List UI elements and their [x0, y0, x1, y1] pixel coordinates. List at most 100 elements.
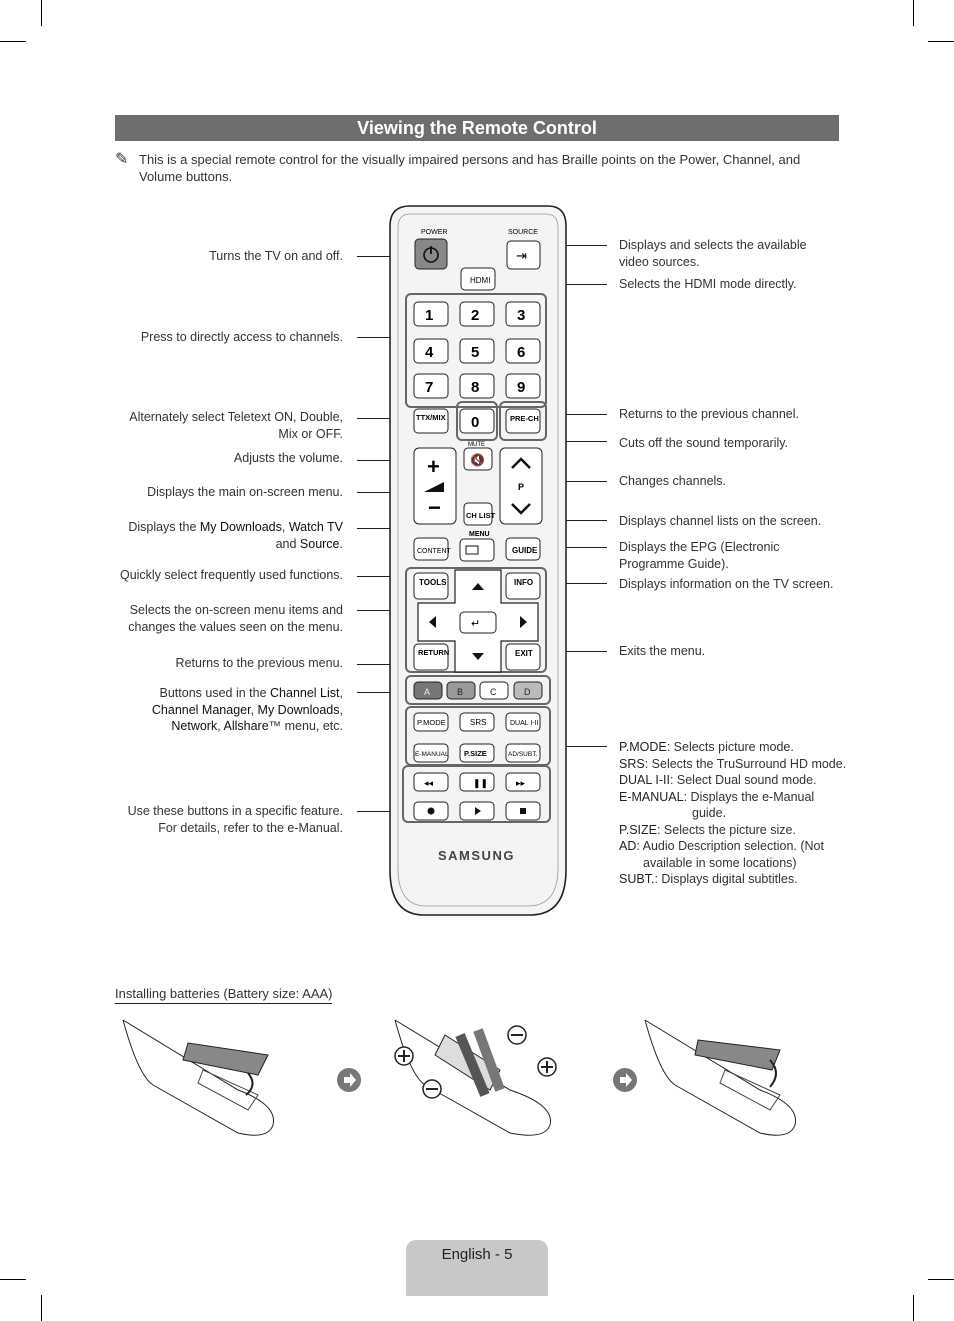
number-pad: 1 2 3 4 5 6 7 8 9: [413, 301, 541, 399]
playback-label: Use these buttons in a specific feature.…: [127, 804, 343, 835]
function-item: SRS: Selects the TruSurround HD mode.: [619, 756, 847, 771]
source-icon: ⇥: [516, 248, 527, 263]
arrow-up-icon: [472, 583, 484, 590]
pause-button[interactable]: [459, 772, 495, 792]
navigation-label: Selects the on-screen menu items and cha…: [128, 603, 343, 634]
dual-button[interactable]: [505, 712, 541, 732]
play-icon: [475, 807, 481, 815]
enter-icon: ↵: [471, 618, 480, 630]
intro-note: ✎ This is a special remote control for t…: [115, 151, 835, 185]
color-button-b[interactable]: [446, 681, 476, 700]
srs-key-label: SRS: [470, 718, 486, 727]
ch-list-button[interactable]: [463, 502, 493, 526]
guide-button[interactable]: [505, 537, 541, 561]
crop-mark: [41, 0, 42, 26]
mute-button[interactable]: [463, 447, 493, 471]
color-button-a[interactable]: [413, 681, 443, 700]
color-key-label: C: [490, 687, 497, 697]
digit-button[interactable]: [505, 338, 541, 364]
digit-button[interactable]: [459, 338, 495, 364]
tools-key-label: TOOLS: [419, 578, 447, 587]
digit-button[interactable]: [505, 301, 541, 327]
color-key-label: D: [524, 687, 531, 697]
number-keys-label: Press to directly access to channels.: [140, 330, 343, 344]
fast-forward-icon: ▸▸: [516, 778, 526, 788]
channel-down-icon: [511, 503, 531, 515]
digit-button[interactable]: [505, 373, 541, 399]
color-button-c[interactable]: [479, 681, 509, 700]
info-button[interactable]: [505, 572, 541, 600]
source-label: Displays and selects the available video…: [619, 238, 807, 269]
srs-button[interactable]: [459, 712, 495, 732]
enter-button[interactable]: [459, 611, 497, 634]
mute-key-label: MUTE: [468, 442, 485, 448]
page-title: Viewing the Remote Control: [115, 115, 839, 141]
p-mode-button[interactable]: [413, 712, 449, 732]
battery-section-title: Installing batteries (Battery size: AAA): [115, 986, 333, 1004]
psize-key-label: P.SIZE: [464, 749, 487, 758]
return-button[interactable]: [413, 643, 449, 671]
content-button[interactable]: [413, 537, 449, 561]
digit-button[interactable]: [413, 301, 449, 327]
hdmi-label: Selects the HDMI mode directly.: [619, 277, 797, 291]
color-buttons-label: Buttons used in the Channel List, Channe…: [151, 686, 343, 733]
exit-button[interactable]: [505, 643, 541, 671]
source-button[interactable]: [506, 240, 541, 270]
arrow-icon: [245, 1072, 254, 1096]
function-list: P.MODE: Selects picture mode. SRS: Selec…: [619, 739, 849, 888]
leader-line: [542, 481, 607, 482]
e-manual-button[interactable]: [413, 743, 449, 763]
digit-button[interactable]: [459, 408, 495, 434]
stop-icon: [520, 808, 526, 814]
digit-label: 7: [425, 379, 433, 396]
digit-label: 3: [517, 307, 525, 324]
ttx-mix-button[interactable]: [413, 408, 449, 434]
channel-up-icon: [511, 457, 531, 469]
return-label: Returns to the previous menu.: [175, 656, 343, 670]
power-key-label: POWER: [421, 229, 447, 236]
leader-line: [357, 811, 403, 812]
rewind-button[interactable]: [413, 772, 449, 792]
prech-key-label: PRE-CH: [510, 414, 539, 423]
fast-forward-button[interactable]: [505, 772, 541, 792]
hdmi-button[interactable]: [460, 267, 496, 291]
next-step-arrow-icon: [336, 1067, 362, 1098]
p-size-button[interactable]: [459, 743, 495, 763]
volume-rocker[interactable]: [413, 447, 457, 525]
ad-subt-button[interactable]: [505, 743, 541, 763]
color-key-label: B: [457, 687, 463, 697]
tools-button[interactable]: [413, 572, 449, 600]
menu-button[interactable]: [459, 538, 495, 562]
digit-label: 1: [425, 307, 433, 324]
digit-label: 0: [471, 414, 479, 431]
color-button-d[interactable]: [513, 681, 543, 700]
guide-label: Displays the EPG (Electronic Programme G…: [619, 540, 780, 571]
arrow-down-icon: [472, 653, 484, 660]
function-item: P.MODE: Selects picture mode.: [619, 740, 794, 754]
channel-rocker[interactable]: [499, 447, 543, 525]
leader-line: [357, 692, 407, 693]
function-item: E-MANUAL: Displays the e-Manual guide.: [619, 789, 815, 821]
crop-mark: [928, 1279, 954, 1280]
brand-logo: SAMSUNG: [438, 848, 515, 863]
leader-line: [357, 528, 407, 529]
digit-button[interactable]: [413, 338, 449, 364]
color-key-label: A: [424, 687, 430, 697]
volume-ramp-icon: [424, 482, 444, 492]
digit-label: 9: [517, 379, 525, 396]
guide-key-label: GUIDE: [512, 546, 538, 555]
tools-label: Quickly select frequently used functions…: [119, 568, 343, 582]
adsubt-key-label: AD/SUBT.: [508, 751, 537, 758]
digit-button[interactable]: [413, 373, 449, 399]
record-icon: [427, 807, 435, 815]
digit-button[interactable]: [459, 301, 495, 327]
digit-button[interactable]: [459, 373, 495, 399]
leader-line: [540, 651, 607, 652]
pre-ch-button[interactable]: [505, 408, 541, 434]
arrow-left-icon: [429, 616, 436, 628]
battery-step-1-illustration: [122, 1019, 275, 1136]
volume-label: Adjusts the volume.: [233, 451, 343, 465]
dual-key-label: DUAL I-II: [510, 720, 539, 727]
leader-line: [357, 664, 415, 665]
volume-down-icon: −: [428, 495, 441, 520]
